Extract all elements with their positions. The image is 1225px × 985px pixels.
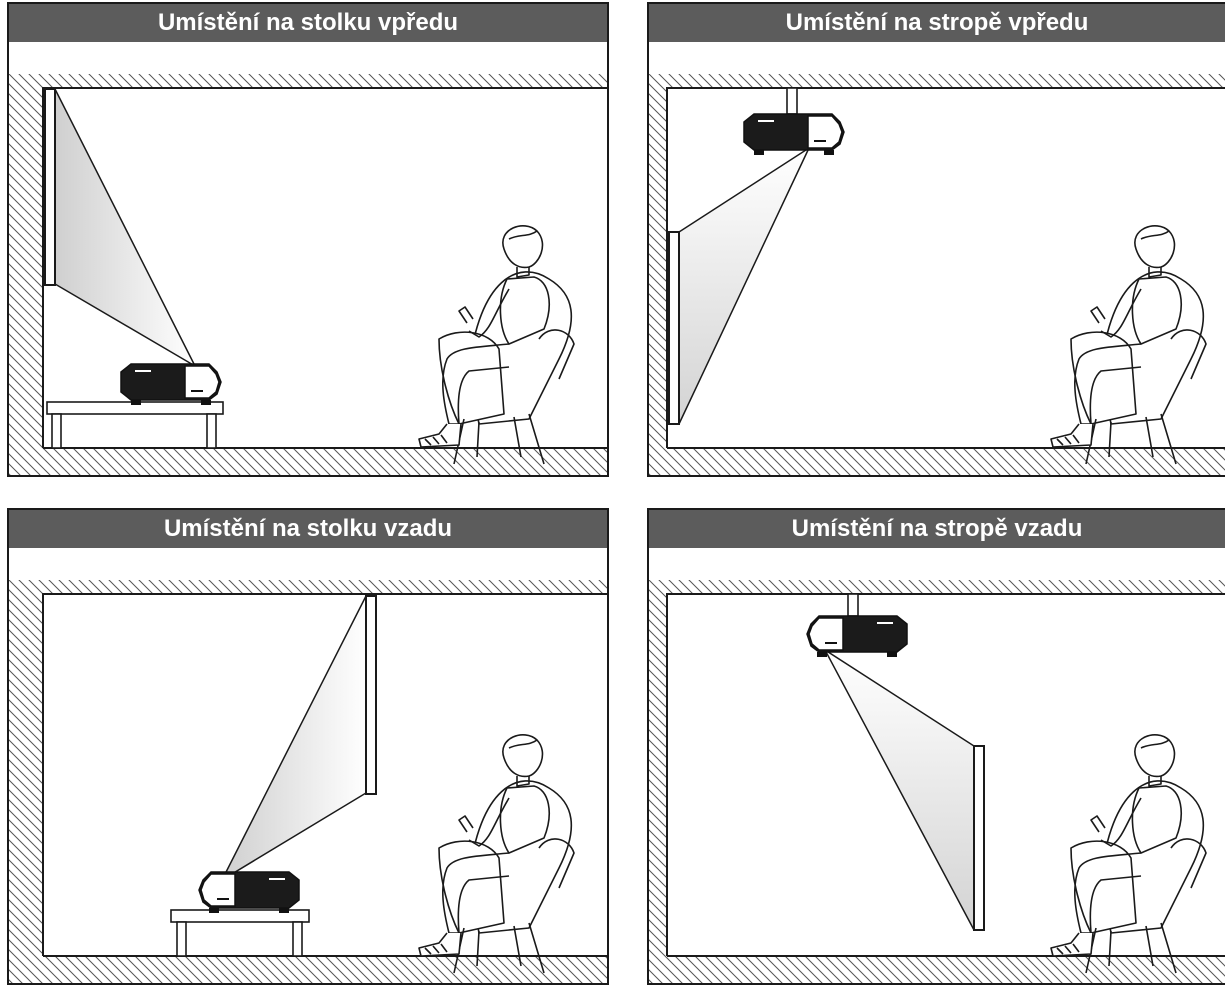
room-scene [9,74,607,475]
projection-beam [678,145,811,425]
seated-viewer-icon [418,734,575,974]
panel-title: Umístění na stropě vpředu [649,4,1225,42]
panel-title: Umístění na stropě vzadu [649,510,1225,548]
panel-title: Umístění na stolku vzadu [9,510,607,548]
projection-screen-icon [44,88,56,286]
projector-icon [198,871,300,914]
room-scene [649,74,1225,475]
panel-ceiling-front: Umístění na stropě vpředu [647,2,1225,477]
room-scene [649,580,1225,983]
projection-screen-icon [973,745,985,931]
panel-table-front: Umístění na stolku vpředu [7,2,609,477]
seated-viewer-icon [1050,225,1207,465]
projection-screen-icon [365,595,377,795]
projection-beam [54,88,197,368]
ceiling-mount-icon [847,593,859,617]
panel-table-rear: Umístění na stolku vzadu [7,508,609,985]
projection-screen-icon [668,231,680,425]
projector-icon [806,615,908,658]
panel-title: Umístění na stolku vpředu [9,4,607,42]
ceiling-mount-icon [786,87,798,115]
projection-beam [220,595,367,882]
projection-beam [822,647,975,931]
table-icon [170,909,310,957]
room-scene [9,580,607,983]
projector-icon [743,113,845,156]
seated-viewer-icon [1050,734,1207,974]
seated-viewer-icon [418,225,575,465]
projector-icon [120,363,222,406]
table-icon [46,401,224,449]
panel-ceiling-rear: Umístění na stropě vzadu [647,508,1225,985]
